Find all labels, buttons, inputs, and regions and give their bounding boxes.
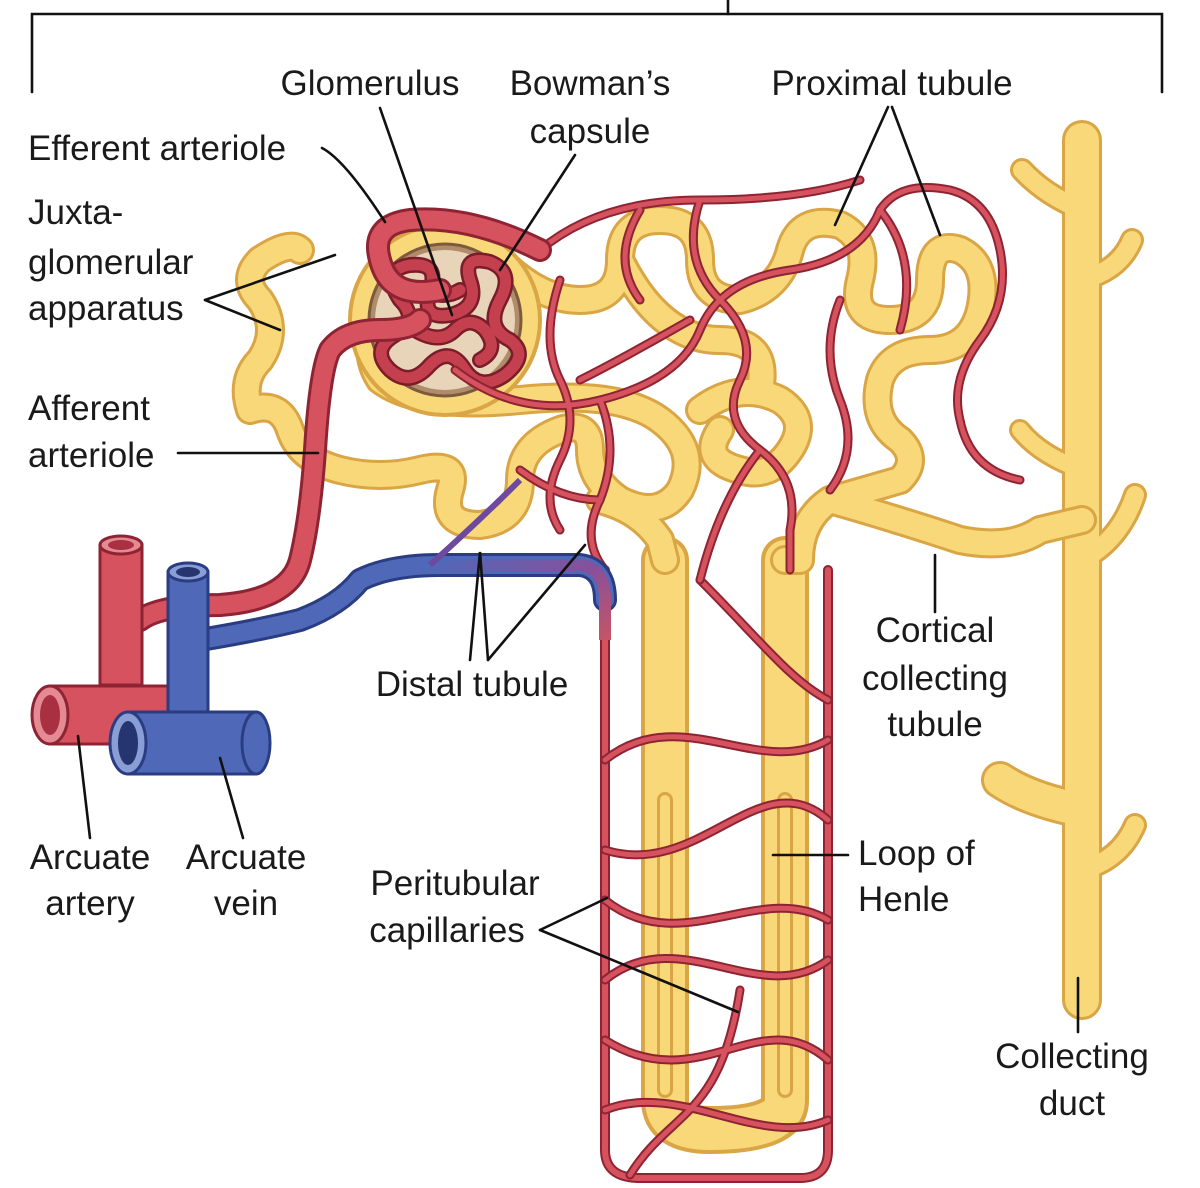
- leader-proximal-b: [890, 105, 942, 237]
- leader-lines: [76, 105, 1080, 1034]
- label-afferent-line2: arteriole: [28, 436, 154, 475]
- label-efferent-arteriole: Efferent arteriole: [28, 129, 286, 168]
- leader-efferent: [320, 146, 387, 224]
- efferent-arteriole-vessel: [366, 207, 552, 304]
- label-vein-line1: Arcuate: [186, 838, 307, 877]
- label-peri-line1: Peritubular: [370, 864, 540, 903]
- label-distal-tubule: Distal tubule: [376, 665, 569, 704]
- leader-juxta-b: [203, 298, 282, 332]
- label-artery-line1: Arcuate: [30, 838, 151, 877]
- label-juxta-line2: glomerular: [28, 243, 194, 282]
- label-duct-line2: duct: [1039, 1084, 1105, 1123]
- label-duct-line1: Collecting: [995, 1037, 1149, 1076]
- leader-distal-a: [468, 551, 490, 662]
- label-vein-line2: vein: [214, 884, 278, 923]
- label-bowmans-line2: capsule: [530, 112, 651, 151]
- label-cortical-line2: collecting: [862, 659, 1008, 698]
- leader-glomerulus: [378, 106, 454, 317]
- afferent-arteriole-vessel: [128, 308, 432, 632]
- labels: Glomerulus Bowman’s capsule Proximal tub…: [28, 64, 1149, 1123]
- leader-artery: [76, 734, 92, 840]
- label-peri-line2: capillaries: [369, 911, 525, 950]
- leader-peri-a: [538, 896, 609, 932]
- collecting-duct: [981, 120, 1147, 1020]
- label-proximal-tubule: Proximal tubule: [771, 64, 1012, 103]
- label-loop-line2: Henle: [858, 880, 949, 919]
- vasa-recta: [600, 565, 833, 1183]
- leader-bowmans: [498, 153, 577, 272]
- leader-vein: [218, 756, 245, 840]
- label-bowmans-line1: Bowman’s: [510, 64, 671, 103]
- label-loop-line1: Loop of: [858, 834, 975, 873]
- leader-distal-b: [486, 543, 587, 662]
- venous-return: [188, 477, 617, 652]
- leader-juxta-a: [203, 253, 337, 302]
- label-juxta-line1: Juxta-: [28, 193, 123, 232]
- label-cortical-line1: Cortical: [876, 611, 995, 650]
- cortical-capillaries: [450, 175, 1025, 585]
- label-glomerulus: Glomerulus: [281, 64, 460, 103]
- arcuate-vein-vessel: [108, 561, 272, 776]
- label-cortical-line3: tubule: [887, 705, 982, 744]
- top-bracket: [30, 0, 1164, 94]
- label-artery-line2: artery: [45, 884, 135, 923]
- label-afferent-line1: Afferent: [28, 389, 150, 428]
- leader-peri-b: [538, 928, 740, 1014]
- label-juxta-line3: apparatus: [28, 289, 184, 328]
- leader-proximal-a: [833, 105, 890, 227]
